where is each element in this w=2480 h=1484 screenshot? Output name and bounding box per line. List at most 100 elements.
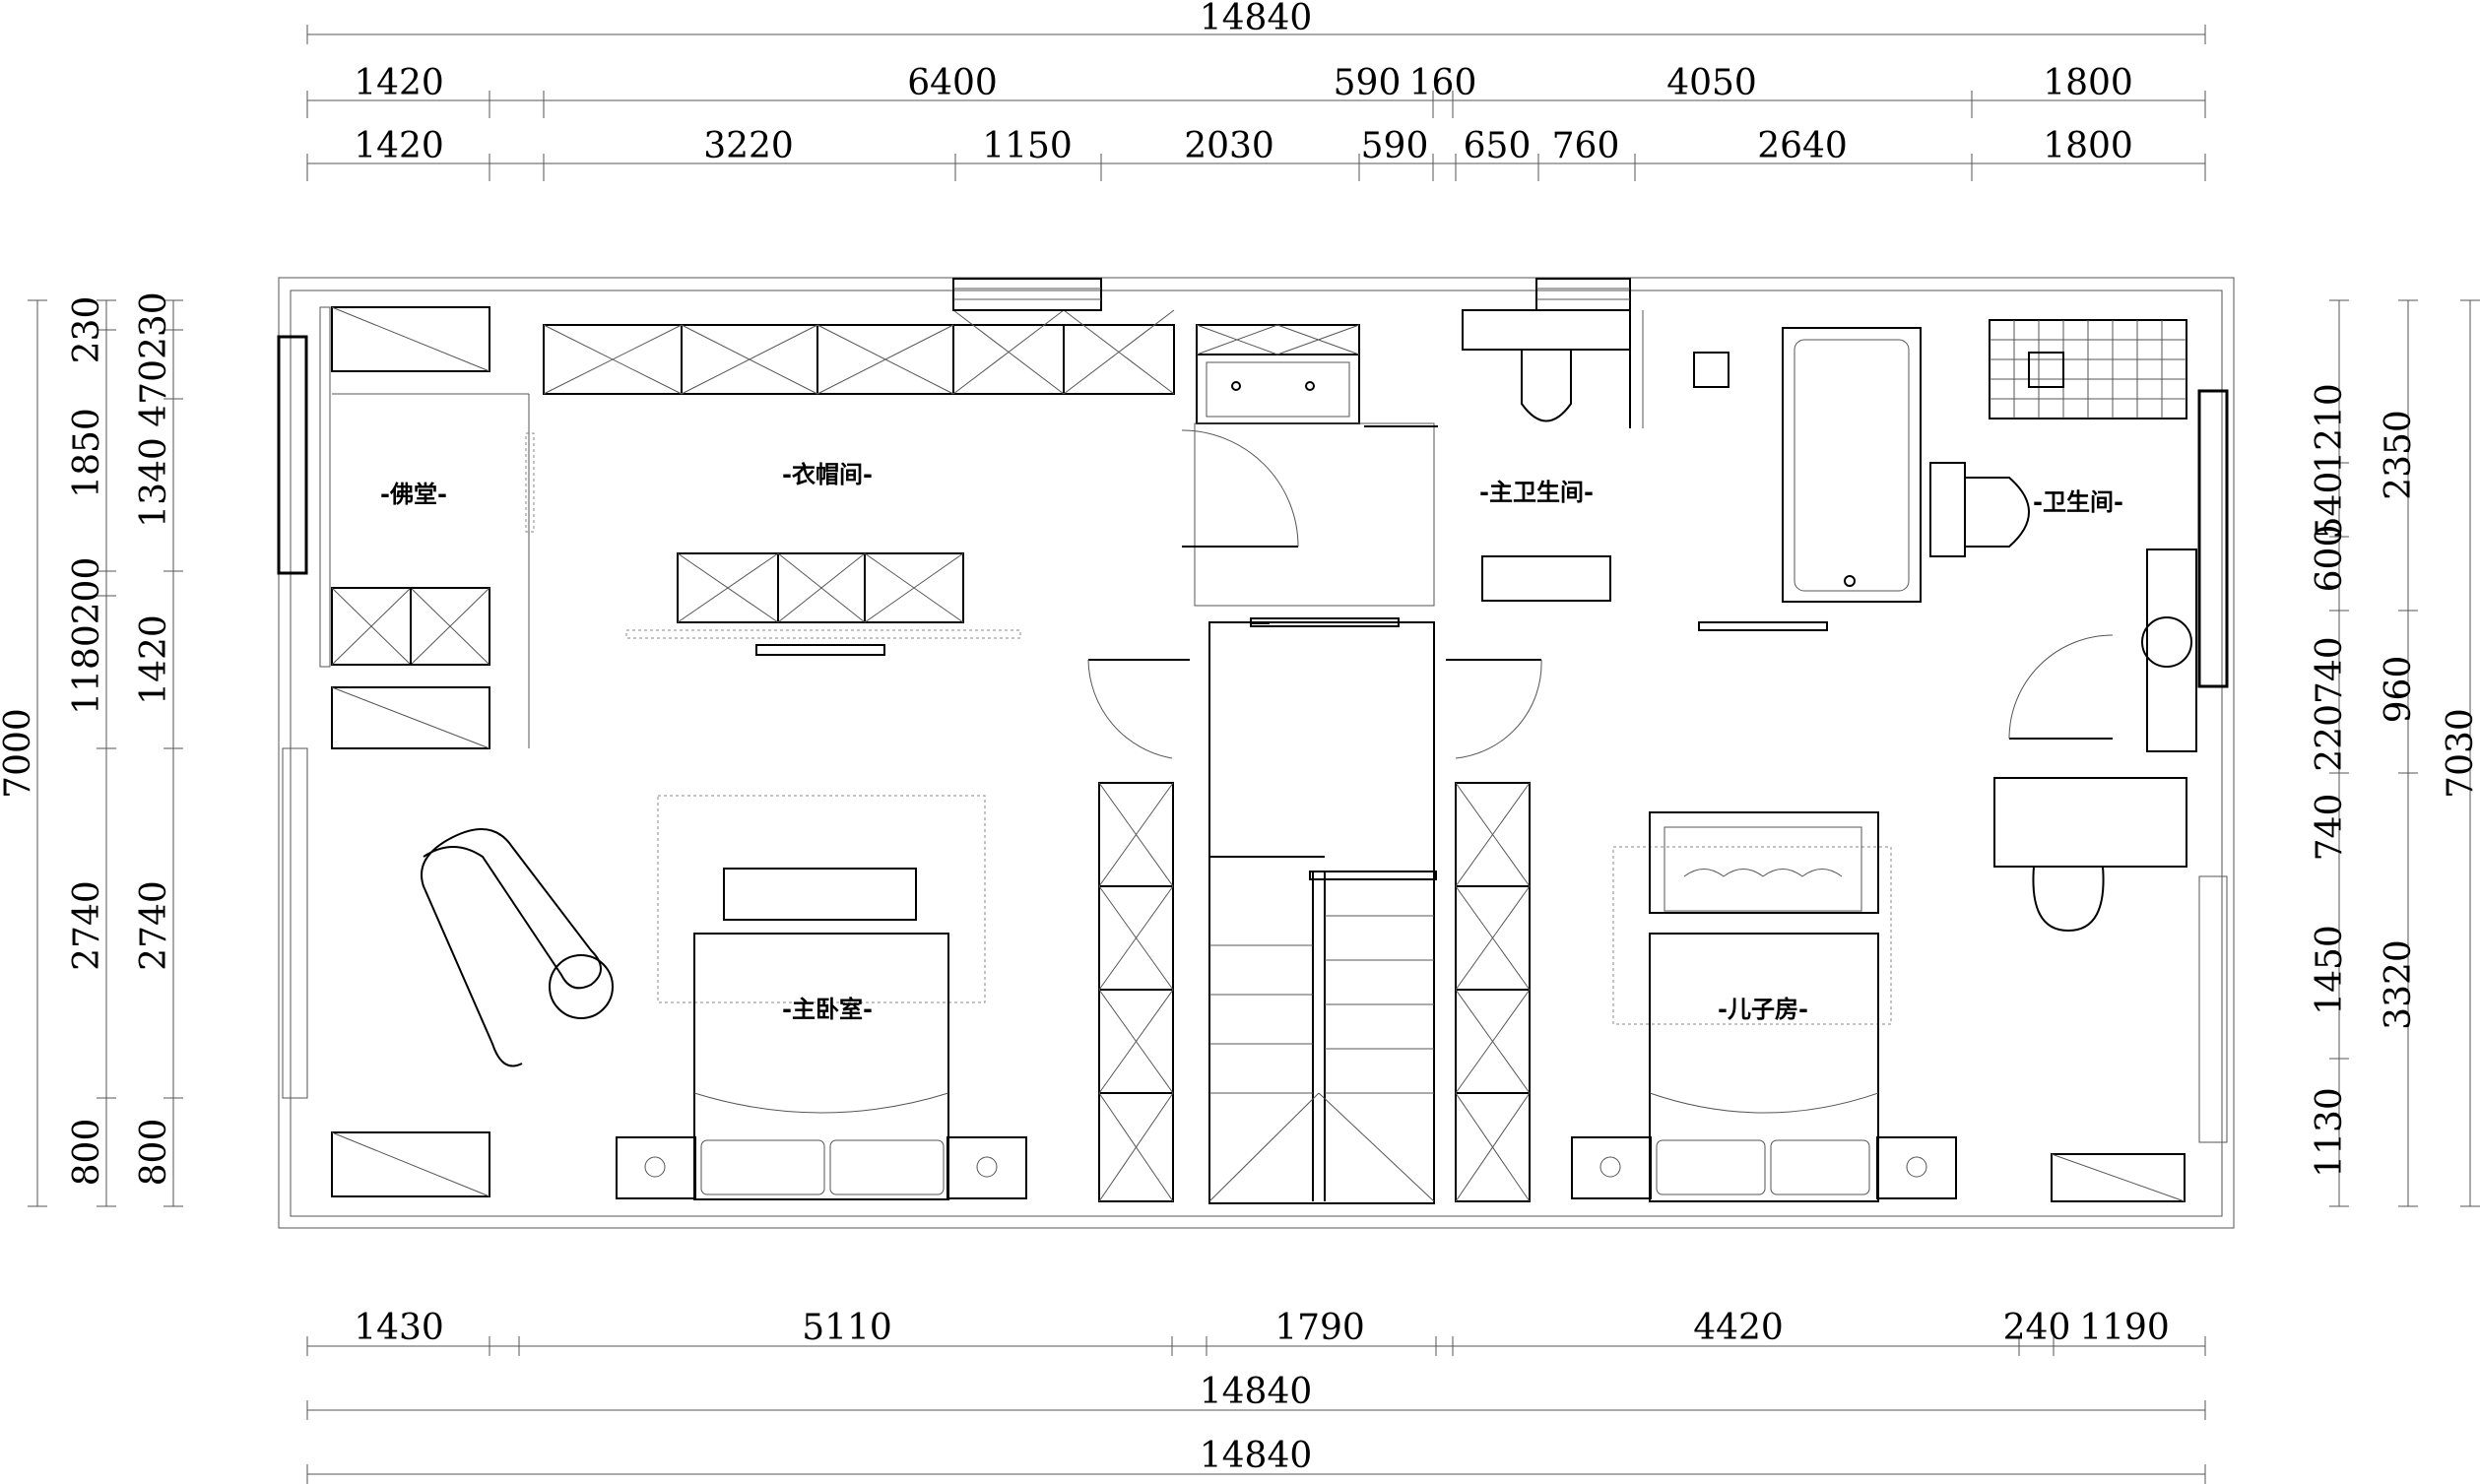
dim-left-c2-1: 1340 (134, 437, 174, 528)
dim-top-r1-2: 590 (1334, 63, 1402, 103)
bath-cabinet-tall (2197, 389, 2229, 688)
window-master-bedroom (282, 747, 308, 1099)
wardrobe-master (1098, 782, 1174, 1202)
room-label-son-room: -儿子房- (1718, 996, 1808, 1023)
dim-top-r2-8: 1800 (2043, 126, 2133, 166)
wc-cistern-cabinet (1462, 309, 1631, 351)
dim-right-c1-5: 1450 (2310, 925, 2350, 1015)
dim-bottom-5: 1190 (2079, 1308, 2170, 1348)
side-table (549, 954, 614, 1019)
top-dimensions: 14840 1420 6400 590 160 4050 1800 1420 3… (306, 0, 2206, 181)
dim-right-c2-1: 960 (2379, 656, 2419, 724)
son-cabinet (2051, 1153, 2186, 1202)
son-bed (1649, 933, 1879, 1202)
lounge-chair (421, 828, 602, 1067)
room-label-bath: -卫生间- (2033, 488, 2123, 516)
son-desk-chair (2032, 866, 2105, 933)
bath-vanity (2146, 548, 2197, 752)
bathtub (1782, 327, 1922, 603)
master-bedroom: -主卧室- (282, 659, 1190, 1202)
right-dimensions: 1210 540 600 220740 740 1450 1130 2350 9… (2310, 299, 2480, 1207)
room-label-buddha-hall: -佛堂- (380, 481, 447, 508)
dim-right-c2-2: 3320 (2379, 939, 2419, 1030)
son-sliding-door (1698, 621, 1828, 631)
dim-left-c2-4: 800 (134, 1119, 174, 1187)
dim-bottom-total-2: 14840 (1200, 1436, 1313, 1476)
dim-left-c1-4: 2740 (67, 880, 107, 971)
dim-top-r2-5: 650 (1464, 126, 1532, 166)
dim-right-c1-3: 220740 (2310, 636, 2350, 771)
bath-toilet-tank (1929, 462, 1966, 557)
bath-sink (2141, 616, 2192, 668)
floor-drain-icon (1693, 352, 1729, 388)
dim-left-c1-2: 200 (67, 557, 107, 625)
wardrobe-top (543, 324, 1175, 395)
buddha-hall: -佛堂- (277, 306, 535, 748)
room-label-master-bath: -主卫生间- (1479, 479, 1594, 506)
dim-bottom-3: 4420 (1693, 1308, 1784, 1348)
dim-left-c2-3: 2740 (134, 880, 174, 971)
left-dimensions: 7000 230 1850 200 1180 2740 800 470230 1… (0, 291, 183, 1207)
dim-right-outer: 7030 (2441, 708, 2480, 799)
window-cloakroom (952, 278, 1102, 311)
bottom-dimensions: 1430 5110 1790 4420 240 1190 14840 14840 (306, 1308, 2206, 1484)
dim-top-r1-1: 6400 (907, 63, 998, 103)
dim-left-c2-0: 470230 (134, 291, 174, 426)
window-master-bath (1535, 278, 1631, 311)
stairwell (1208, 617, 1437, 1204)
dim-right-c1-2: 600 (2310, 525, 2350, 593)
dim-left-c1-1: 1850 (67, 408, 107, 498)
room-label-cloakroom: -衣帽间- (782, 461, 873, 488)
dim-top-r2-7: 2640 (1757, 126, 1848, 166)
dim-top-r1-0: 1420 (354, 63, 444, 103)
stair-landing-bar (1250, 617, 1400, 627)
dim-right-c1-0: 1210 (2310, 383, 2350, 474)
cloakroom: -衣帽间- (543, 278, 1175, 656)
dim-top-r1-4: 4050 (1666, 63, 1757, 103)
dim-top-r2-3: 2030 (1184, 126, 1274, 166)
son-pillow-2 (1770, 1139, 1870, 1195)
dim-top-r2-0: 1420 (354, 126, 444, 166)
nightstand-left (616, 1136, 696, 1199)
master-toilet (1521, 349, 1572, 422)
dim-right-c2-0: 2350 (2379, 410, 2419, 500)
nightstand-right (946, 1136, 1027, 1199)
bedroom-cabinet (331, 1131, 490, 1197)
son-rug (1612, 846, 1892, 1025)
window-son-room (2198, 875, 2228, 1143)
bedroom-rug (657, 795, 986, 1003)
dim-top-r2-4: 590 (1361, 126, 1429, 166)
dim-right-c1-1: 540 (2310, 472, 2350, 540)
bath-toilet (1964, 477, 2030, 548)
buddha-cabinet-top (331, 306, 490, 372)
dim-bottom-2: 1790 (1274, 1308, 1365, 1348)
dim-top-r2-6: 760 (1552, 126, 1620, 166)
pillow-2 (829, 1139, 945, 1195)
son-sofa (1649, 811, 1879, 914)
bathroom: -卫生间- (1929, 319, 2229, 752)
buddha-cabinet-lower (331, 686, 490, 749)
dim-top-r1-5: 1800 (2043, 63, 2133, 103)
dim-bottom-4: 240 (2003, 1308, 2071, 1348)
pillow-1 (700, 1139, 825, 1195)
son-nightstand-right (1876, 1136, 1957, 1199)
dim-left-c1-3: 1180 (67, 624, 107, 715)
shower-drain-icon (2028, 352, 2064, 388)
son-room: -儿子房- (1446, 621, 2228, 1202)
island-cabinet (677, 552, 964, 623)
dim-left-outer: 7000 (0, 708, 38, 799)
son-nightstand-left (1571, 1136, 1652, 1199)
curtain-left (319, 306, 331, 668)
room-label-master-bedroom: -主卧室- (782, 996, 873, 1023)
dim-bottom-0: 1430 (354, 1308, 444, 1348)
stair-rail (1309, 871, 1437, 880)
dim-top-r2-2: 1150 (982, 126, 1073, 166)
dim-left-c1-5: 800 (67, 1119, 107, 1187)
master-bed (693, 933, 949, 1200)
sliding-door-buddha (525, 432, 535, 533)
stair-top (1250, 621, 1270, 624)
master-bath: -主卫生间- (1181, 278, 1922, 607)
dim-top-r1-3: 160 (1409, 63, 1477, 103)
dim-bottom-1: 5110 (802, 1308, 892, 1348)
